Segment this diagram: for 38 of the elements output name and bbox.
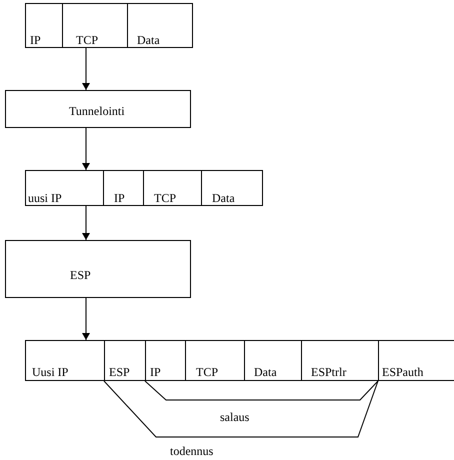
packet-field	[145, 340, 186, 381]
process-box	[5, 90, 191, 128]
packet-field	[25, 3, 63, 48]
packet-field	[143, 170, 202, 206]
bracket-label: todennus	[170, 444, 214, 459]
field-label: Uusi IP	[32, 365, 68, 380]
field-label: Data	[254, 365, 277, 380]
bracket-label: salaus	[220, 410, 250, 425]
packet-field	[201, 170, 263, 206]
arrow	[82, 206, 90, 240]
field-label: TCP	[196, 365, 218, 380]
process-box	[5, 240, 191, 298]
packet-field	[127, 3, 193, 48]
arrow	[82, 128, 90, 170]
field-label: Data	[212, 191, 235, 206]
packet-field	[104, 340, 146, 381]
field-label: ESPauth	[382, 365, 424, 380]
packet-field	[301, 340, 379, 381]
field-label: ESP	[70, 268, 91, 283]
field-label: IP	[30, 33, 41, 48]
packet-field	[103, 170, 144, 206]
field-label: TCP	[154, 191, 176, 206]
packet-field	[185, 340, 245, 381]
packet-field	[378, 340, 454, 381]
field-label: uusi IP	[28, 191, 62, 206]
field-label: ESPtrlr	[311, 365, 346, 380]
packet-field	[62, 3, 128, 48]
field-label: TCP	[76, 33, 98, 48]
field-label: ESP	[109, 365, 130, 380]
field-label: IP	[150, 365, 161, 380]
packet-field	[25, 340, 105, 381]
packet-field	[25, 170, 104, 206]
arrow	[82, 48, 90, 90]
field-label: Data	[137, 33, 160, 48]
arrow	[82, 298, 90, 340]
field-label: Tunnelointi	[69, 104, 125, 119]
packet-field	[244, 340, 302, 381]
field-label: IP	[114, 191, 125, 206]
